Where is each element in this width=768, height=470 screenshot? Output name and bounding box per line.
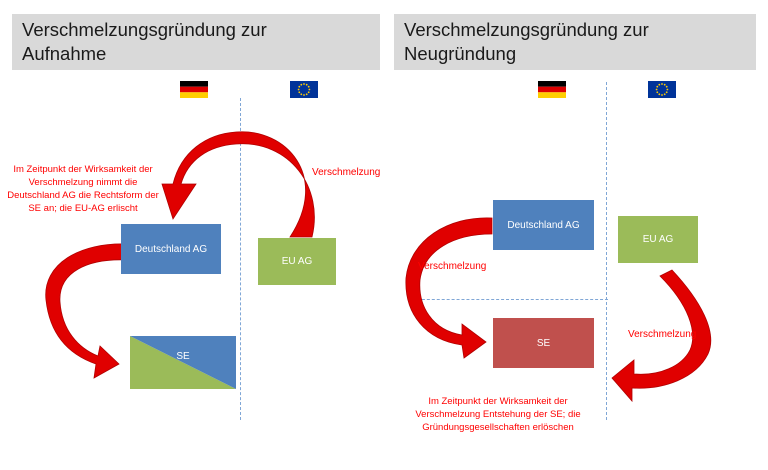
se-box-split	[130, 336, 236, 389]
deutschland-ag-box: Deutschland AG	[121, 224, 221, 274]
eu-flag-icon	[290, 81, 318, 98]
merge-arrow-de-to-se-right	[405, 217, 493, 359]
left-note: Im Zeitpunkt der Wirksamkeit der Verschm…	[7, 164, 159, 214]
merge-arrow-eu-to-de	[161, 131, 315, 238]
right-merge-label-right: Verschmelzung	[628, 329, 697, 340]
eu-flag-icon	[648, 81, 676, 98]
eu-ag-box: EU AG	[258, 238, 336, 285]
se-label-right: SE	[536, 337, 551, 349]
merge-arrow-de-to-se	[45, 243, 129, 379]
left-merge-label: Verschmelzung	[312, 167, 381, 178]
deutschland-ag-box-right: Deutschland AG	[493, 200, 594, 250]
right-merge-label-left: Verschmelzung	[418, 261, 487, 272]
deutschland-ag-label: Deutschland AG	[134, 243, 208, 255]
se-label: SE	[176, 351, 190, 362]
right-horizontal-divider	[412, 299, 608, 300]
german-flag-icon	[180, 81, 208, 98]
deutschland-ag-label-right: Deutschland AG	[507, 219, 580, 231]
se-box: SE	[130, 336, 236, 389]
eu-ag-label-right: EU AG	[642, 234, 674, 245]
eu-ag-label: EU AG	[281, 256, 313, 267]
merge-arrow-eu-to-se-right	[611, 269, 712, 403]
german-flag-icon	[538, 81, 566, 98]
left-divider	[240, 98, 241, 420]
right-divider	[606, 82, 607, 420]
se-box-right: SE	[493, 318, 594, 368]
left-panel-title: Verschmelzungsgründung zur Aufnahme	[12, 14, 380, 70]
eu-ag-box-right: EU AG	[618, 216, 698, 263]
right-note: Im Zeitpunkt der Wirksamkeit der Verschm…	[415, 396, 581, 433]
right-panel-title: Verschmelzungsgründung zur Neugründung	[394, 14, 756, 70]
